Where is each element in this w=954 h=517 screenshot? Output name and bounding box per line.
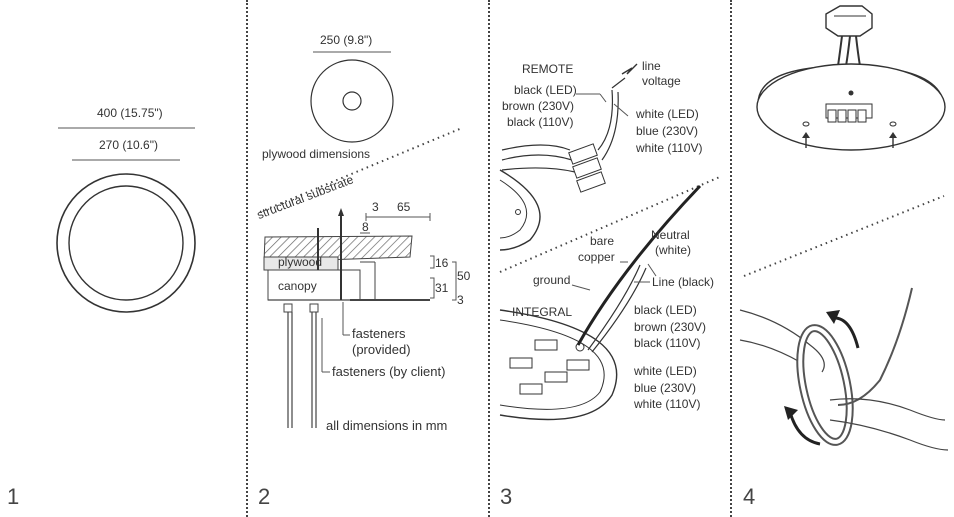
panel-divider-1 — [246, 0, 248, 517]
remote-wire-label-black-led: black (LED) — [514, 83, 577, 97]
integral-wire-label-white-110v: white (110V) — [634, 397, 701, 411]
integral-wire-label-blue-230v: blue (230V) — [634, 381, 697, 395]
mounting-section-diagram — [259, 51, 463, 428]
bare-copper-label-1: bare — [590, 234, 615, 248]
neutral-label-1: Neutral — [651, 228, 690, 242]
remote-wire-label-white-led: white (LED) — [636, 107, 699, 121]
remote-label: REMOTE — [522, 62, 574, 76]
remote-wire-label-brown-230v: brown (230V) — [502, 99, 575, 113]
canopy-label: canopy — [278, 279, 317, 293]
dimension-31: 31 — [435, 281, 449, 295]
integral-wire-label-black-110v: black (110V) — [634, 336, 701, 350]
remote-wire-label-blue-230v: blue (230V) — [636, 124, 699, 138]
wiring-diagram — [499, 63, 723, 421]
dimension-3-bottom: 3 — [457, 293, 464, 307]
line-voltage-label-2: voltage — [642, 74, 681, 88]
dimension-16: 16 — [435, 256, 449, 270]
dimension-plywood-disc: 250 (9.8") — [320, 33, 373, 47]
step-number-2: 2 — [258, 484, 271, 509]
dimension-65: 65 — [397, 200, 411, 214]
line-voltage-label-1: line — [642, 59, 661, 73]
panel-divider-2 — [488, 0, 490, 517]
bare-copper-label-2: copper — [578, 250, 615, 264]
panel-divider-3 — [730, 0, 732, 517]
fasteners-provided-label-1: fasteners — [352, 326, 406, 341]
fasteners-client-label: fasteners (by client) — [332, 364, 446, 379]
fasteners-provided-label-2: (provided) — [352, 342, 411, 357]
remote-wire-label-white-110v: white (110V) — [636, 141, 703, 155]
integral-wire-label-brown-230v: brown (230V) — [634, 320, 707, 334]
integral-wire-label-black-led: black (LED) — [634, 303, 697, 317]
plywood-label: plywood — [278, 255, 323, 269]
dimension-50: 50 — [457, 269, 471, 283]
all-dimensions-note: all dimensions in mm — [326, 418, 448, 433]
step-number-3: 3 — [500, 484, 513, 509]
fixture-top-view — [56, 127, 196, 313]
dimension-outer-diameter: 400 (15.75") — [97, 106, 163, 120]
step-number-4: 4 — [743, 484, 756, 509]
plywood-dimensions-label: plywood dimensions — [262, 147, 371, 161]
dimension-3-top: 3 — [372, 200, 379, 214]
step-number-1: 1 — [7, 484, 20, 509]
remote-wire-label-black-110v: black (110V) — [507, 115, 574, 129]
integral-label: INTEGRAL — [512, 305, 573, 319]
ground-label: ground — [533, 273, 571, 287]
integral-wire-label-white-led: white (LED) — [634, 364, 697, 378]
dimension-inner-diameter: 270 (10.6") — [99, 138, 158, 152]
line-black-label: Line (black) — [652, 275, 715, 289]
neutral-label-2: (white) — [655, 243, 692, 257]
dimension-8: 8 — [362, 220, 369, 234]
